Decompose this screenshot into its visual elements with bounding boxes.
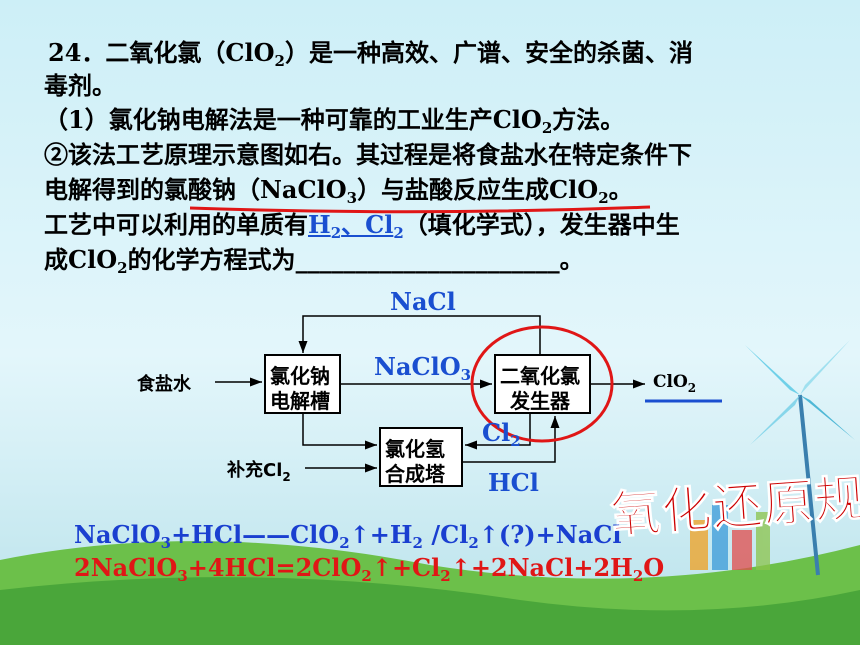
question-line-6: 工艺中可以利用的单质有H2、Cl2（填化学式），发生器中生: [44, 210, 680, 242]
equation-2: 2NaClO3+4HCl=2ClO2↑+Cl2↑+2NaCl+2H2O: [74, 553, 665, 585]
question-line-3: （1）氯化钠电解法是一种可靠的工业生产ClO2方法。: [44, 105, 625, 137]
label-supplement-cl2: 补充Cl2: [227, 460, 291, 484]
label-cl2: Cl2: [482, 418, 521, 450]
label-naclo3: NaClO3: [374, 352, 472, 384]
generator-box: [494, 354, 591, 414]
electrolyzer-label-2: 电解槽: [270, 389, 330, 413]
hcl-tower-label-1: 氯化氢: [385, 437, 445, 461]
question-line-4: ②该法工艺原理示意图如右。其过程是将食盐水在特定条件下: [44, 140, 692, 169]
label-brine: 食盐水: [137, 374, 191, 395]
equation-1: NaClO3+HCl——ClO2↑+H2 /Cl2↑(?)+NaCl: [74, 520, 622, 552]
question-line-7: 成ClO2的化学方程式为______________________。: [44, 245, 584, 277]
generator-label-1: 二氧化氯: [500, 364, 580, 388]
red-underline: [189, 205, 651, 214]
hcl-tower-box: [379, 427, 463, 487]
generator-label-2: 发生器: [510, 389, 570, 413]
electrolyzer-label-1: 氯化钠: [270, 364, 330, 388]
city-icon: [690, 505, 770, 570]
label-clo2-out: ClO2: [653, 372, 697, 395]
question-line-1: 24．二氧化氯（ClO2）是一种高效、广谱、安全的杀菌、消: [48, 38, 693, 70]
question-line-2: 毒剂。: [44, 71, 116, 100]
answer-elements: H2、Cl2: [308, 210, 404, 242]
label-nacl-recycle: NaCl: [390, 287, 456, 316]
question-line-5: 电解得到的氯酸钠（NaClO3）与盐酸反应生成ClO2。: [44, 175, 633, 207]
hcl-tower-label-2: 合成塔: [385, 462, 445, 486]
highlight-circle: [470, 325, 614, 443]
pinwheel-icon: [745, 340, 855, 576]
label-hcl: HCl: [488, 468, 539, 497]
